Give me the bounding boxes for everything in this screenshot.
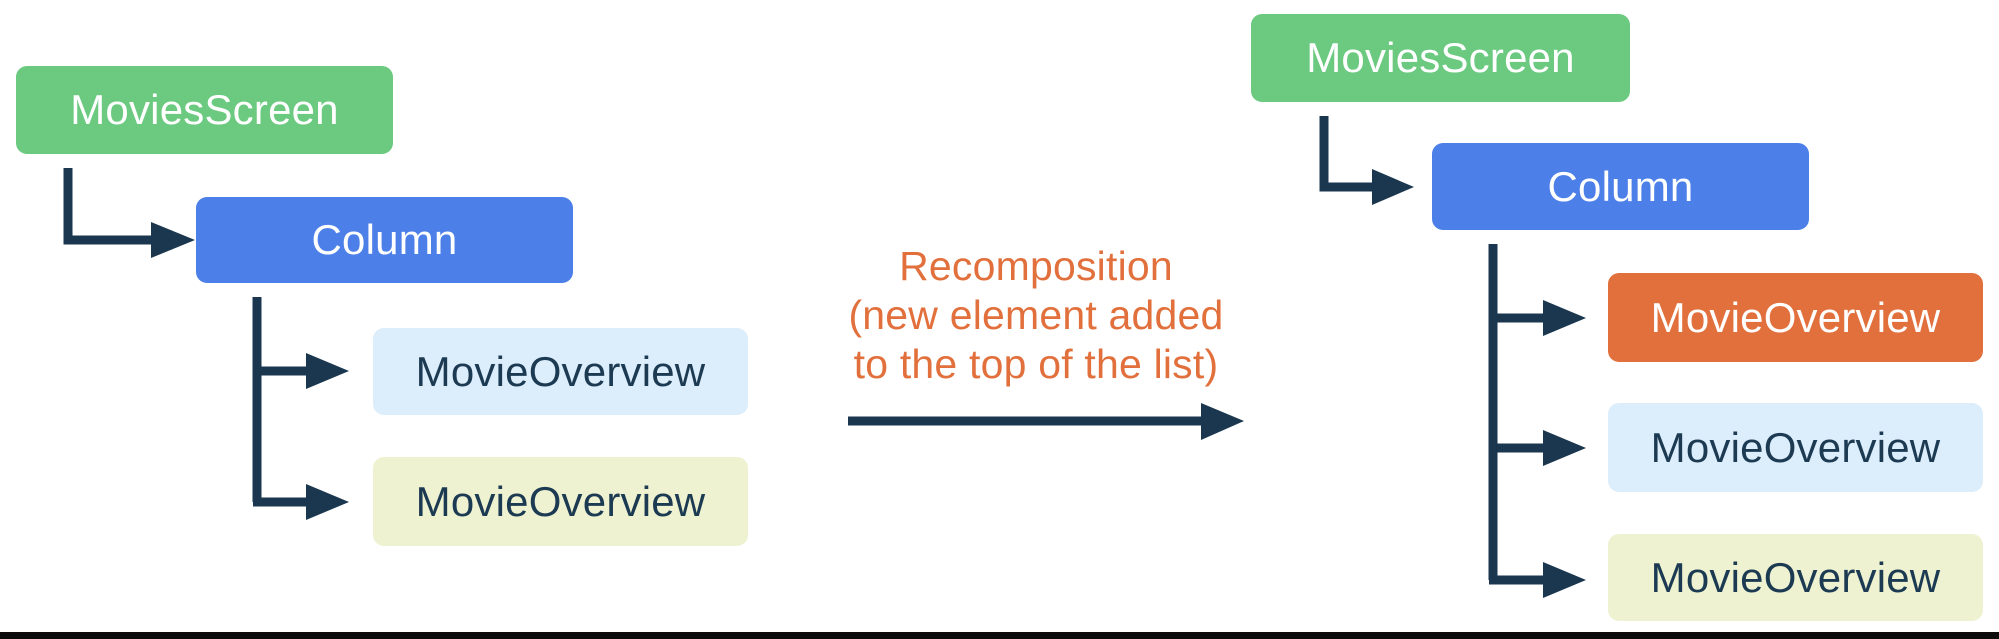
after-movie-overview-new: MovieOverview xyxy=(1608,273,1983,362)
after-child1-arrowhead xyxy=(1543,300,1586,336)
before-child1-arrowhead xyxy=(306,353,349,389)
transition-label: Recomposition (new element added to the … xyxy=(816,242,1256,389)
bottom-border-bar xyxy=(0,632,1999,639)
before-root-to-column-line xyxy=(63,168,152,245)
before-child2-arrowhead xyxy=(306,484,349,520)
after-root-node: MoviesScreen xyxy=(1251,14,1630,102)
after-movie-overview-2: MovieOverview xyxy=(1608,403,1983,492)
after-root-arrowhead xyxy=(1372,169,1414,205)
transition-label-line3: to the top of the list) xyxy=(853,341,1219,387)
after-child2-arrowhead xyxy=(1543,430,1586,466)
before-root-arrowhead xyxy=(151,222,195,258)
after-child3-arrowhead xyxy=(1543,562,1586,598)
transition-arrowhead xyxy=(1201,403,1244,440)
before-root-node: MoviesScreen xyxy=(16,66,393,154)
before-movie-overview-2: MovieOverview xyxy=(373,457,748,546)
after-column-node: Column xyxy=(1432,143,1809,230)
transition-label-line2: (new element added xyxy=(848,292,1224,338)
after-root-to-column-line xyxy=(1319,116,1373,192)
transition-label-line1: Recomposition xyxy=(899,243,1173,289)
before-column-node: Column xyxy=(196,197,573,283)
before-movie-overview-1: MovieOverview xyxy=(373,328,748,415)
after-movie-overview-3: MovieOverview xyxy=(1608,534,1983,621)
